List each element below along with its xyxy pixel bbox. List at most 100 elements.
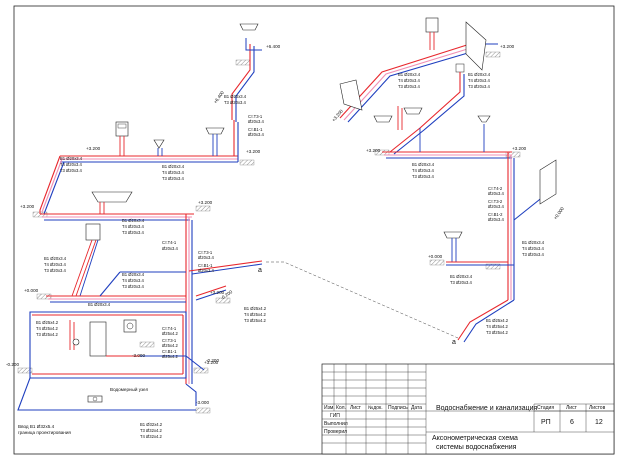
washing-machine-icon [123, 319, 137, 333]
col-header: Подпись [388, 405, 408, 411]
elevation-mark: +0.000 [553, 206, 565, 221]
boiler-icon [115, 121, 129, 137]
water-heater-icon [85, 223, 101, 241]
project-title: Водоснабжение и канализация [436, 404, 538, 412]
svg-text:Т4 Ø20х3.4: Т4 Ø20х3.4 [522, 246, 545, 251]
svg-text:Т4 Ø25х4.2: Т4 Ø25х4.2 [244, 312, 267, 317]
svg-text:Т3 Ø20х3.4: Т3 Ø20х3.4 [398, 84, 421, 89]
pipe-label: В1 Ø32х4.2Т3 Ø32х4.2Т4 Ø32х4.2 [140, 422, 163, 439]
svg-text:В1 Ø20х3.4: В1 Ø20х3.4 [122, 218, 145, 223]
col-header: №док. [368, 405, 383, 411]
svg-text:Ст.Т3-2: Ст.Т3-2 [488, 199, 503, 204]
svg-text:Ø25х4.2: Ø25х4.2 [162, 343, 179, 348]
col-header: Лист [350, 405, 362, 411]
sheets-header: Листов [589, 405, 606, 411]
stage-value: РП [541, 419, 551, 426]
svg-text:Ø20х3.4: Ø20х3.4 [198, 255, 215, 260]
svg-text:В1 Ø25х4.2: В1 Ø25х4.2 [36, 320, 59, 325]
svg-text:Т3 Ø20х3.4: Т3 Ø20х3.4 [522, 252, 545, 257]
elevation-mark: +3.200 [210, 290, 225, 295]
svg-text:Ø20х3.4: Ø20х3.4 [162, 246, 179, 251]
svg-text:Ø20х3.4: Ø20х3.4 [248, 132, 265, 137]
svg-text:Ø20х3.4: Ø20х3.4 [248, 119, 265, 124]
svg-text:В1 Ø20х3.4: В1 Ø20х3.4 [122, 272, 145, 277]
bathtub-icon [539, 159, 557, 205]
shower-icon [477, 115, 491, 123]
pipe-label: Ст.Т4-2Ø20х3.4Ст.Т3-2Ø20х3.4Ст.В1-2Ø20х3… [488, 186, 505, 222]
section-mark: а [452, 339, 456, 346]
svg-text:В1 Ø32х4.2: В1 Ø32х4.2 [140, 422, 163, 427]
pipe-label: В1 Ø20х3.4 [88, 302, 111, 307]
title-block: Изм. Кол. Лист №док. Подпись Дата ГИП Вы… [321, 363, 615, 455]
sheet-header: Лист [566, 405, 578, 411]
svg-text:Т3 Ø20х3.4: Т3 Ø20х3.4 [412, 174, 435, 179]
col-header: Изм. [324, 405, 335, 411]
svg-text:Ст.Т3-1: Ст.Т3-1 [198, 250, 213, 255]
washbasin-icon [443, 231, 463, 239]
svg-text:Ст.Т3-1: Ст.Т3-1 [162, 338, 177, 343]
role-label: ГИП [330, 413, 340, 419]
sheet-value: 6 [570, 419, 574, 426]
valve-icon [153, 139, 165, 149]
svg-text:В1 Ø20х3.4: В1 Ø20х3.4 [60, 156, 83, 161]
col-header: Дата [411, 405, 422, 411]
sheet-frame [13, 5, 615, 455]
svg-text:Т3 Ø20х3.4: Т3 Ø20х3.4 [450, 280, 473, 285]
svg-text:Т3 Ø25х4.2: Т3 Ø25х4.2 [36, 332, 59, 337]
elevation-mark: +3.200 [246, 149, 261, 154]
pipe-label: В1 Ø20х3.4Т4 Ø20х3.4Т3 Ø20х3.4 [398, 72, 421, 89]
svg-text:Т3 Ø25х4.2: Т3 Ø25х4.2 [486, 330, 509, 335]
elevation-mark: +0.000 [428, 254, 443, 259]
svg-text:В1 Ø20х3.4: В1 Ø20х3.4 [88, 302, 111, 307]
floor-slab [193, 367, 209, 374]
floor-slab [235, 59, 251, 66]
svg-text:Т4 Ø25х4.2: Т4 Ø25х4.2 [36, 326, 59, 331]
svg-text:Т3 Ø20х3.4: Т3 Ø20х3.4 [224, 100, 247, 105]
svg-text:В1 Ø25х4.2: В1 Ø25х4.2 [486, 318, 509, 323]
bathtub-icon [91, 191, 133, 203]
svg-text:Т4 Ø20х3.4: Т4 Ø20х3.4 [468, 78, 491, 83]
svg-text:Т3 Ø20х3.4: Т3 Ø20х3.4 [60, 168, 83, 173]
svg-text:Т4 Ø32х4.2: Т4 Ø32х4.2 [140, 434, 163, 439]
svg-text:Т4 Ø20х3.4: Т4 Ø20х3.4 [162, 170, 185, 175]
elevation-mark: -3.000 [196, 400, 209, 405]
col-header: Кол. [336, 405, 346, 411]
svg-text:Ø20х3.4: Ø20х3.4 [198, 268, 215, 273]
svg-text:В1 Ø20х3.4: В1 Ø20х3.4 [162, 164, 185, 169]
floor-slab [429, 259, 445, 266]
bathtub-icon [339, 79, 363, 111]
role-label: Проверил [324, 429, 347, 435]
stage-header: Стадия [537, 405, 554, 411]
pipe-label: В1 Ø20х3.4Т4 Ø20х3.4Т3 Ø20х3.4 [122, 272, 145, 289]
right-riser-scheme [339, 17, 557, 343]
floor-slab [17, 367, 33, 374]
washbasin-icon [205, 127, 225, 135]
svg-text:Ø25х4.2: Ø25х4.2 [162, 354, 179, 359]
input-label: Ввод В1 Ø32х5.4 [18, 424, 55, 429]
svg-text:В1 Ø20х3.4: В1 Ø20х3.4 [224, 94, 247, 99]
elevation-mark: +0.000 [24, 288, 39, 293]
pipe-label: В1 Ø20х3.4Т4 Ø20х3.4Т3 Ø20х3.4 [44, 256, 67, 273]
floor-slab [215, 297, 231, 304]
floor-slab [485, 51, 501, 58]
washbasin-icon [239, 23, 259, 31]
svg-text:Т3 Ø20х3.4: Т3 Ø20х3.4 [122, 284, 145, 289]
svg-text:Ø20х3.4: Ø20х3.4 [488, 191, 505, 196]
elevation-mark: -0.200 [220, 289, 234, 301]
pipe-label: В1 Ø25х4.2Т4 Ø25х4.2Т3 Ø25х4.2 [36, 320, 59, 337]
svg-text:В1 Ø20х3.4: В1 Ø20х3.4 [398, 72, 421, 77]
drawing-title-line2: системы водоснабжения [436, 443, 517, 451]
valve-icon [455, 63, 465, 73]
floor-slab [139, 341, 155, 348]
pipe-label: В1 Ø20х3.4Т4 Ø20х3.4Т3 Ø20х3.4 [162, 164, 185, 181]
svg-text:Ø25х4.2: Ø25х4.2 [162, 331, 179, 336]
pipe-label: Ст.Т4-1Ø25х4.2Ст.Т3-1Ø25х4.2Ст.В1-1Ø25х4… [162, 326, 179, 359]
svg-text:Т3 Ø20х3.4: Т3 Ø20х3.4 [468, 84, 491, 89]
svg-text:Ст.Т4-2: Ст.Т4-2 [488, 186, 503, 191]
sheets-value: 12 [595, 419, 603, 426]
elevation-mark: +3.200 [512, 146, 527, 151]
svg-text:Ст.Т3-1: Ст.Т3-1 [248, 114, 263, 119]
